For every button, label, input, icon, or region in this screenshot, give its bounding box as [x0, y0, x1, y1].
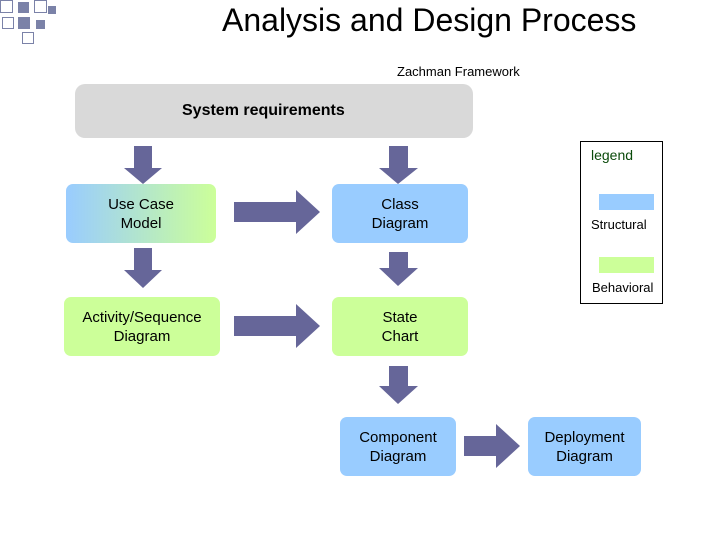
system-requirements-box: [75, 84, 473, 138]
legend-title: legend: [591, 147, 634, 163]
system-requirements-label: System requirements: [182, 102, 345, 119]
decor-square: [34, 0, 47, 13]
node-label: State Chart: [381, 308, 419, 345]
arrow-right: [234, 304, 320, 348]
node-use-case-model: Use Case Model: [66, 184, 216, 243]
node-class-diagram: Class Diagram: [332, 184, 468, 243]
arrow-down: [124, 248, 162, 288]
legend-label-behavioral: Behavioral: [592, 280, 654, 295]
node-label: Use Case Model: [108, 195, 174, 232]
node-label: Deployment Diagram: [544, 428, 625, 465]
page-title: Analysis and Design Process: [222, 2, 637, 38]
legend-label-structural: Structural: [591, 217, 647, 232]
page-subtitle: Zachman Framework: [397, 64, 520, 79]
legend-swatch-behavioral: [599, 257, 654, 273]
node-deployment-diagram: Deployment Diagram: [528, 417, 641, 476]
decor-square: [2, 17, 14, 29]
node-label: Activity/Sequence Diagram: [82, 308, 202, 345]
node-label: Class Diagram: [371, 195, 429, 232]
decor-square: [22, 32, 34, 44]
decor-square: [18, 2, 29, 13]
arrow-right: [464, 424, 520, 468]
node-state-chart: State Chart: [332, 297, 468, 356]
decor-square: [48, 6, 56, 14]
legend-swatch-structural: [599, 194, 654, 210]
title-bar: [222, 6, 692, 36]
node-component-diagram: Component Diagram: [340, 417, 456, 476]
arrow-down: [379, 366, 418, 404]
arrow-down: [124, 146, 162, 184]
decor-square: [36, 20, 45, 29]
arrow-down: [379, 146, 418, 184]
arrow-down: [379, 252, 418, 286]
decor-square: [18, 17, 30, 29]
legend-box: [580, 141, 663, 304]
node-label: Component Diagram: [359, 428, 437, 465]
decor-square: [0, 0, 13, 13]
arrow-right: [234, 190, 320, 234]
node-activity-sequence-diagram: Activity/Sequence Diagram: [64, 297, 220, 356]
